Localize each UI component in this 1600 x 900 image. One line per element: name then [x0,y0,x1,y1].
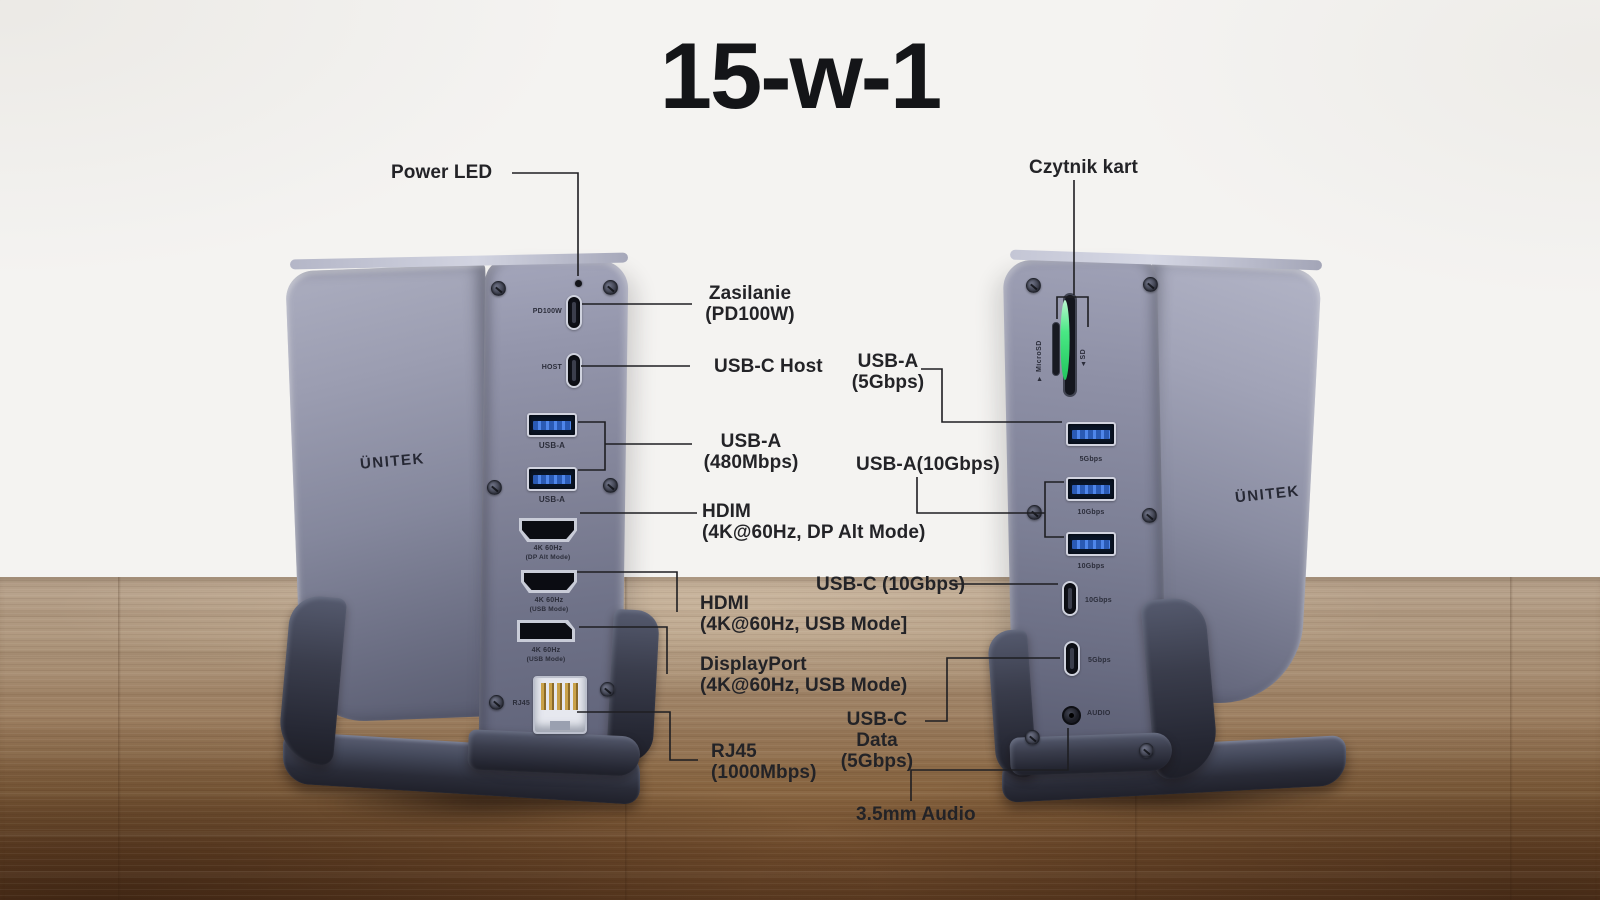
callout-rj45: RJ45 (1000Mbps) [711,741,817,783]
port-label-audio: AUDIO [1087,710,1111,717]
usb-c-5gbps-port [1064,641,1080,676]
rj45-ethernet-port [533,676,587,734]
screw-icon [1027,505,1042,520]
callout-card-reader: Czytnik kart [1029,157,1138,178]
slot-label-sd: ▲SD [1080,348,1087,367]
usb-c-10gbps-port [1062,581,1078,616]
screw-icon [489,695,504,710]
callout-power-delivery: Zasilanie (PD100W) [705,283,795,325]
usb-c-host-port [566,353,582,388]
port-label-dp-4k60-2: (USB Mode) [526,656,566,663]
usb-a-10gbps-port [1066,532,1116,556]
background-wall [0,0,1600,579]
usb-a-10gbps-port [1066,477,1116,501]
port-label-usbc-5gbps: 5Gbps [1088,657,1111,664]
screw-icon [487,480,502,495]
port-label-pd100w: PD100W [532,308,562,315]
callout-hdmi-usb-mode: HDMI (4K@60Hz, USB Mode] [700,593,908,635]
callout-displayport: DisplayPort (4K@60Hz, USB Mode) [700,654,908,696]
hdmi-port [521,570,577,593]
callout-hdmi-dp-alt: HDIM (4K@60Hz, DP Alt Mode) [702,501,926,543]
port-label-10gbps: 10Gbps [1077,509,1105,516]
port-label-host: HOST [541,364,562,371]
port-label-rj45: RJ45 [512,700,530,707]
port-label-5gbps: 5Gbps [1079,456,1103,463]
microsd-card-slot [1052,322,1060,376]
port-label-usb-a: USB-A [538,441,566,450]
port-label-4k60-dpalt: 4K 60Hz [533,545,563,552]
screw-icon [1143,277,1158,292]
power-led-indicator [575,280,582,287]
screw-icon [600,682,615,697]
screw-icon [603,280,618,295]
port-label-4k60-dpalt2: (DP Alt Mode) [525,554,571,561]
port-label-usbc-10gbps: 10Gbps [1085,597,1112,604]
callout-audio: 3.5mm Audio [856,804,976,825]
port-label-10gbps: 10Gbps [1077,563,1105,570]
callout-usb-c-data: USB-C Data (5Gbps) [840,709,914,772]
left-stand-lip [467,729,641,777]
screw-icon [603,478,618,493]
screw-icon [1025,730,1040,745]
slot-label-microsd: ▼ MicroSD [1036,340,1043,382]
screw-icon [1026,278,1041,293]
callout-usb-c-10gbps: USB-C (10Gbps) [816,574,966,595]
hdmi-port [519,518,577,542]
callout-power-led: Power LED [391,162,493,183]
callout-usb-a-10gbps: USB-A(10Gbps) [856,454,1000,475]
desk-plank-seam [118,577,121,900]
usb-a-port [527,467,577,491]
port-label-dp-4k60: 4K 60Hz [531,647,561,654]
port-label-4k60-usb2: (USB Mode) [529,606,569,613]
callout-usb-c-host: USB-C Host [714,356,823,377]
page-title: 15-w-1 [659,23,943,128]
port-label-4k60-usb: 4K 60Hz [534,597,564,604]
displayport-port [517,620,575,642]
screw-icon [1139,743,1154,758]
audio-jack-port [1062,706,1081,725]
port-label-usb-a: USB-A [538,495,566,504]
callout-usb-a-5gbps: USB-A (5Gbps) [851,351,925,393]
screw-icon [491,281,506,296]
usb-a-5gbps-port [1066,422,1116,446]
usb-c-pd-port [566,295,582,330]
desk-plank-seam [1510,577,1513,900]
callout-usb-a-480: USB-A (480Mbps) [703,431,799,473]
sd-led-glow [1060,300,1070,380]
usb-a-port [527,413,577,437]
screw-icon [1142,508,1157,523]
